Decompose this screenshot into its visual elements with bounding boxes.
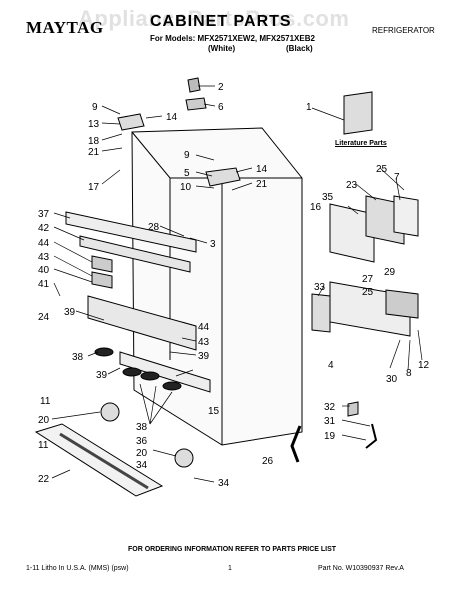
callout-25a: 25 bbox=[376, 164, 388, 175]
page-title: CABINET PARTS bbox=[150, 13, 292, 30]
callout-26: 26 bbox=[262, 456, 274, 467]
litho-text: 1-11 Litho In U.S.A. (MMS) (psw) bbox=[26, 565, 129, 572]
callout-8: 8 bbox=[406, 368, 412, 379]
callout-38b: 38 bbox=[136, 422, 148, 433]
callout-43a: 43 bbox=[38, 252, 50, 263]
callout-20a: 20 bbox=[38, 415, 50, 426]
toe-grille-vent bbox=[59, 432, 149, 490]
water-tube-31 bbox=[290, 425, 302, 463]
callout-36: 36 bbox=[136, 436, 148, 447]
rail-42 bbox=[79, 235, 191, 273]
callout-11b: 11 bbox=[38, 440, 49, 451]
callout-43b: 43 bbox=[198, 337, 210, 348]
callout-19: 19 bbox=[324, 431, 336, 442]
callout-34b: 34 bbox=[218, 478, 230, 489]
callout-39b: 39 bbox=[198, 351, 210, 362]
foam-block-38a bbox=[94, 347, 114, 357]
valve-32 bbox=[347, 401, 359, 417]
bracket-44-left bbox=[91, 255, 113, 273]
callout-41: 41 bbox=[38, 279, 50, 290]
hinge-cap-top bbox=[187, 77, 201, 93]
bracket-29 bbox=[385, 289, 419, 319]
callout-1: 1 bbox=[306, 102, 312, 113]
callout-9a: 9 bbox=[92, 102, 98, 113]
page-number: 1 bbox=[228, 565, 232, 572]
drawer-rail-lower bbox=[119, 351, 211, 393]
callout-13: 13 bbox=[88, 119, 100, 130]
callout-33: 33 bbox=[314, 282, 326, 293]
callout-44a: 44 bbox=[38, 238, 50, 249]
category-label: REFRIGERATOR bbox=[372, 26, 435, 35]
callout-37: 37 bbox=[38, 209, 50, 220]
center-mullion bbox=[87, 295, 197, 351]
connector-19 bbox=[365, 423, 378, 449]
callout-38a: 38 bbox=[72, 352, 84, 363]
callout-32: 32 bbox=[324, 402, 336, 413]
callout-44b: 44 bbox=[198, 322, 210, 333]
literature-parts-book bbox=[343, 91, 373, 135]
callout-27: 27 bbox=[362, 274, 374, 285]
control-housing-16 bbox=[329, 203, 375, 263]
compartment-cover-33 bbox=[311, 293, 331, 333]
callout-2: 2 bbox=[218, 82, 224, 93]
brand-logo: MAYTAG bbox=[26, 18, 104, 37]
callout-30: 30 bbox=[386, 374, 398, 385]
roller-right bbox=[174, 448, 194, 468]
cover-7 bbox=[393, 195, 419, 237]
models-line: For Models: MFX2571XEW2, MFX2571XEB2 bbox=[150, 34, 315, 43]
callout-23: 23 bbox=[346, 180, 358, 191]
foam-block-38d bbox=[162, 381, 182, 391]
callout-21a: 21 bbox=[88, 147, 100, 158]
color-black-label: (Black) bbox=[286, 44, 313, 53]
callout-25b: 25 bbox=[362, 287, 374, 298]
callout-14a: 14 bbox=[166, 112, 178, 123]
top-hinge-left bbox=[117, 113, 145, 131]
callout-34a: 34 bbox=[136, 460, 148, 471]
callout-11a: 11 bbox=[40, 396, 51, 407]
callout-35: 35 bbox=[322, 192, 334, 203]
watermark: AppliancePartsPros.com bbox=[78, 6, 350, 31]
ordering-note: FOR ORDERING INFORMATION REFER TO PARTS … bbox=[127, 546, 337, 553]
color-white-label: (White) bbox=[208, 44, 236, 53]
callout-5: 5 bbox=[184, 168, 190, 179]
callout-12: 12 bbox=[418, 360, 430, 371]
foam-block-38b bbox=[122, 367, 142, 377]
callout-18: 18 bbox=[88, 136, 100, 147]
callout-22: 22 bbox=[38, 474, 50, 485]
callout-7: 7 bbox=[394, 172, 400, 183]
callout-17: 17 bbox=[88, 182, 100, 193]
top-hinge-right bbox=[205, 167, 241, 187]
hinge-cover-top bbox=[185, 97, 207, 111]
callout-24: 24 bbox=[38, 312, 50, 323]
literature-parts-label: Literature Parts bbox=[335, 140, 387, 147]
callout-39c: 39 bbox=[96, 370, 108, 381]
front-rail-37 bbox=[65, 211, 197, 253]
callout-15: 15 bbox=[208, 406, 220, 417]
callout-28: 28 bbox=[148, 222, 160, 233]
callout-16: 16 bbox=[310, 202, 322, 213]
callout-10: 10 bbox=[180, 182, 192, 193]
callout-42: 42 bbox=[38, 223, 50, 234]
bracket-43-left bbox=[91, 271, 113, 289]
callout-29: 29 bbox=[384, 267, 396, 278]
roller-left bbox=[100, 402, 120, 422]
callout-3: 3 bbox=[210, 239, 216, 250]
callout-6: 6 bbox=[218, 102, 224, 113]
foam-block-38c bbox=[140, 371, 160, 381]
callout-21b: 21 bbox=[256, 179, 268, 190]
leader-lines bbox=[51, 85, 423, 483]
callout-9b: 9 bbox=[184, 150, 190, 161]
callout-39a: 39 bbox=[64, 307, 76, 318]
callout-31: 31 bbox=[324, 416, 336, 427]
part-number: Part No. W10390937 Rev.A bbox=[318, 565, 404, 572]
callout-4: 4 bbox=[328, 360, 334, 371]
cabinet-body bbox=[131, 127, 303, 446]
callout-40: 40 bbox=[38, 265, 50, 276]
callout-20b: 20 bbox=[136, 448, 148, 459]
callout-14b: 14 bbox=[256, 164, 268, 175]
